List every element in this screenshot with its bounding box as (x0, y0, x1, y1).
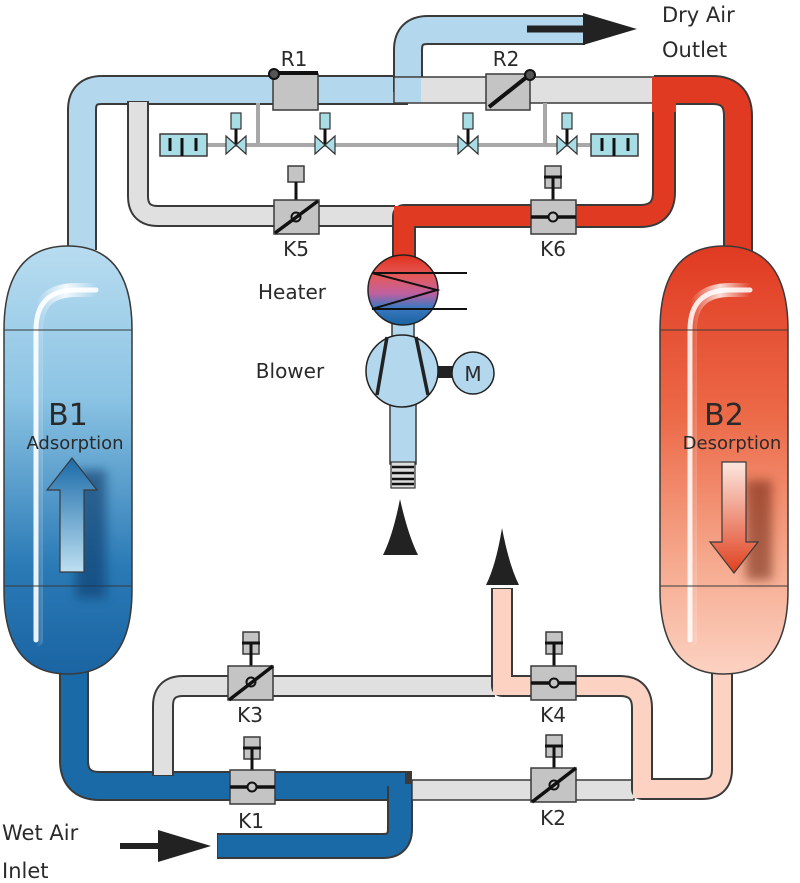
valve-k3[interactable]: K3 (227, 631, 275, 727)
pipe-hot-air (392, 103, 676, 262)
valve-k1-label: K1 (238, 809, 264, 833)
pilot-air-lines (206, 103, 590, 147)
pipe-inactive-k3-loop (152, 675, 495, 776)
valve-k5[interactable]: K5 (273, 165, 320, 261)
pipe-dry-air-outlet-fill (395, 17, 586, 95)
wet-air-inlet: Wet Air Inlet (2, 821, 211, 883)
vessel-b1-name: B1 (48, 398, 88, 433)
valve-k5-label: K5 (283, 237, 309, 261)
pipe-inactive-k2-line (411, 779, 635, 801)
ambient-intake-arrow-icon (383, 499, 418, 555)
valve-k6-label: K6 (540, 237, 566, 261)
valve-r2-label: R2 (493, 47, 520, 71)
valve-k2[interactable]: K2 (530, 734, 578, 830)
valve-k1[interactable]: K1 (229, 736, 276, 833)
pilot-solenoid-valve-2[interactable] (314, 112, 336, 156)
valve-k4-label: K4 (540, 703, 566, 727)
blower-label: Blower (256, 359, 325, 383)
heater[interactable]: Heater (258, 254, 467, 326)
dry-air-outlet-label-1: Dry Air (662, 3, 735, 27)
pipe-blower-inlet (389, 399, 417, 465)
valve-k6[interactable]: K6 (530, 165, 577, 261)
pipe-inactive-k5-loop (127, 101, 395, 227)
pilot-solenoids (159, 112, 639, 157)
pilot-solenoid-valve-3[interactable] (457, 112, 479, 156)
vessel-b2-name: B2 (704, 398, 744, 433)
valve-r1-label: R1 (281, 47, 308, 71)
motor-label: M (464, 362, 481, 386)
valve-r1[interactable]: R1 (268, 47, 319, 111)
vessel-b1[interactable]: B1 Adsorption (3, 245, 133, 675)
flow-arrow-down-icon (708, 461, 760, 574)
blower-intake-filter (390, 461, 416, 489)
blower[interactable]: M Blower (256, 334, 495, 408)
valve-r2[interactable]: R2 (485, 47, 536, 111)
vessel-b2-mode: Desorption (683, 433, 782, 454)
dry-air-outlet: Dry Air Outlet (527, 3, 735, 62)
heater-label: Heater (258, 280, 327, 304)
wet-air-inlet-label-1: Wet Air (2, 821, 79, 845)
dry-air-outlet-label-2: Outlet (662, 38, 727, 62)
valve-k3-label: K3 (237, 703, 263, 727)
silencer-right (590, 133, 639, 157)
valve-k4[interactable]: K4 (530, 631, 577, 727)
silencer-left (159, 133, 208, 157)
pipe-dry-air-b1-top-fill (69, 77, 408, 252)
motor (451, 351, 495, 395)
valve-k2-label: K2 (540, 806, 566, 830)
pilot-solenoid-valve-1[interactable] (225, 112, 247, 156)
pilot-solenoid-valve-4[interactable] (556, 112, 578, 156)
wet-air-inlet-label-2: Inlet (2, 859, 49, 883)
inlet-arrow-icon (158, 830, 211, 862)
outlet-arrow-icon (583, 13, 637, 45)
vessel-b1-mode: Adsorption (26, 433, 123, 454)
vessel-b2[interactable]: B2 Desorption (659, 245, 789, 675)
flow-arrow-up-icon (45, 457, 99, 573)
regen-exhaust-arrow-icon (486, 528, 519, 585)
